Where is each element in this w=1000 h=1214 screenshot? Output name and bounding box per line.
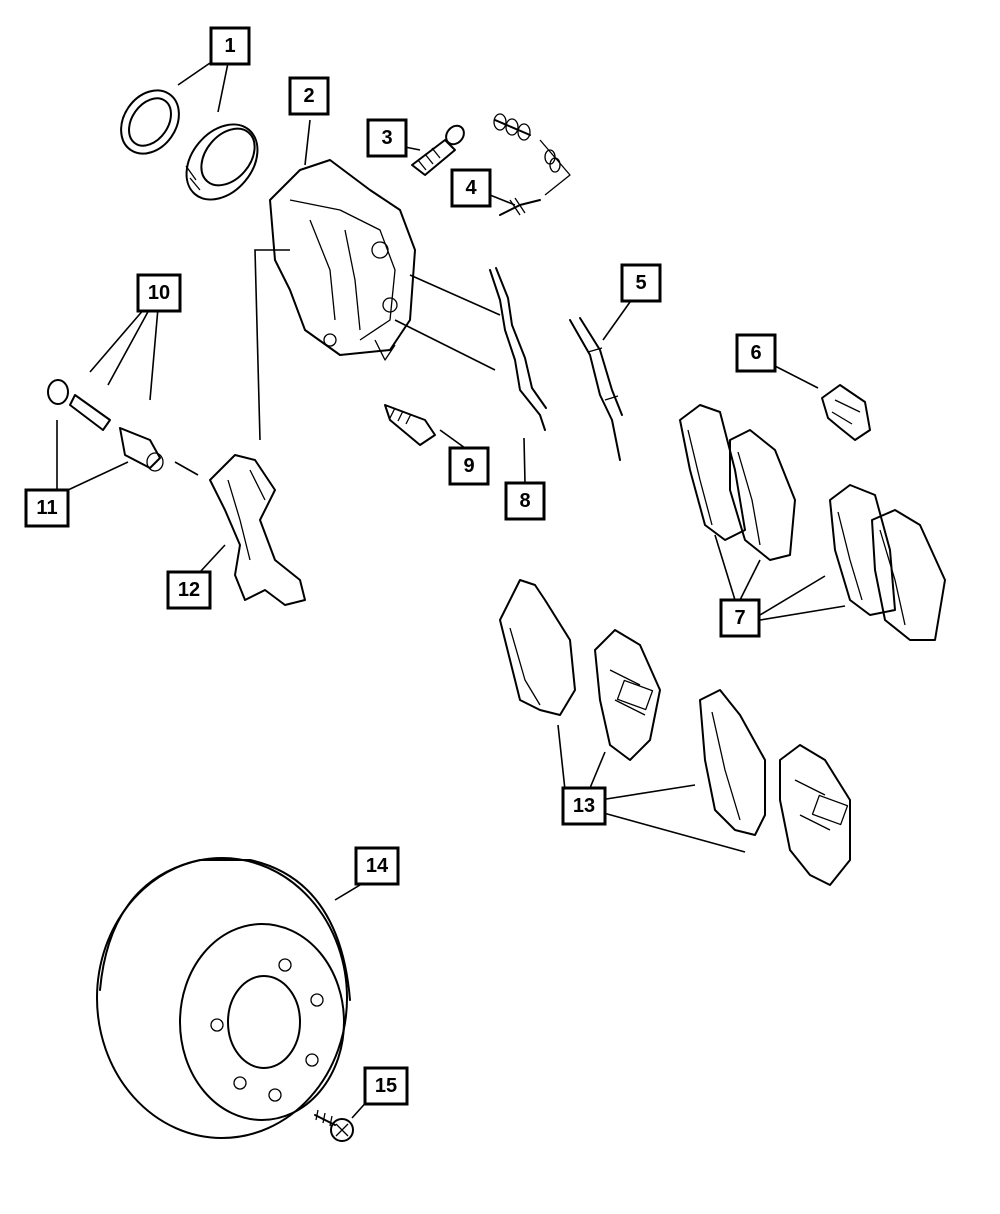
callout-11: 11 xyxy=(24,488,70,528)
callout-15: 15 xyxy=(363,1066,409,1106)
caliper-bolt-part xyxy=(384,404,436,446)
callout-7: 7 xyxy=(719,598,761,638)
callout-10-label: 10 xyxy=(148,282,170,304)
callout-2-label: 2 xyxy=(303,85,314,107)
rotor-screw-part xyxy=(314,1109,354,1142)
caliper-housing-part xyxy=(269,159,416,361)
bleeder-screw-part xyxy=(411,124,465,176)
callout-6-label: 6 xyxy=(750,342,761,364)
callout-14-label: 14 xyxy=(366,855,389,877)
callout-8: 8 xyxy=(504,481,546,521)
callout-9-label: 9 xyxy=(463,455,474,477)
anti-rattle-spring-part xyxy=(569,317,623,461)
callout-4: 4 xyxy=(450,168,492,208)
callout-13: 13 xyxy=(561,786,607,826)
callout-6: 6 xyxy=(735,333,777,373)
caliper-piston-part xyxy=(185,123,259,201)
callout-15-label: 15 xyxy=(375,1075,397,1097)
callout-1-label: 1 xyxy=(224,35,235,57)
brake-rotor-part xyxy=(96,857,351,1139)
guide-pin-part xyxy=(47,379,164,472)
callout-14: 14 xyxy=(354,846,400,886)
caliper-bracket-part xyxy=(209,454,306,606)
pad-clip-part xyxy=(821,384,871,441)
callout-8-label: 8 xyxy=(519,490,530,512)
caliper-seal-part xyxy=(120,89,180,155)
callout-10: 10 xyxy=(136,273,182,313)
brake-pad-set-a-part xyxy=(679,404,796,561)
callout-13-label: 13 xyxy=(573,795,595,817)
callout-2: 2 xyxy=(288,76,330,116)
brake-pad-set-b-part xyxy=(829,484,946,641)
callout-3-label: 3 xyxy=(381,127,392,149)
brake-pad-kit-b-part xyxy=(699,689,851,886)
callout-12: 12 xyxy=(166,570,212,610)
callout-5-label: 5 xyxy=(635,272,646,294)
callout-3: 3 xyxy=(366,118,408,158)
callout-4-label: 4 xyxy=(465,177,477,199)
brake-pad-kit-a-part xyxy=(499,579,661,761)
callout-12-label: 12 xyxy=(178,579,200,601)
callout-11-label: 11 xyxy=(36,497,57,519)
wear-sensor-part xyxy=(493,113,571,216)
callout-5: 5 xyxy=(620,263,662,303)
retaining-spring-part xyxy=(489,267,547,431)
callout-1: 1 xyxy=(209,26,251,66)
callout-9: 9 xyxy=(448,446,490,486)
callout-7-label: 7 xyxy=(734,607,745,629)
